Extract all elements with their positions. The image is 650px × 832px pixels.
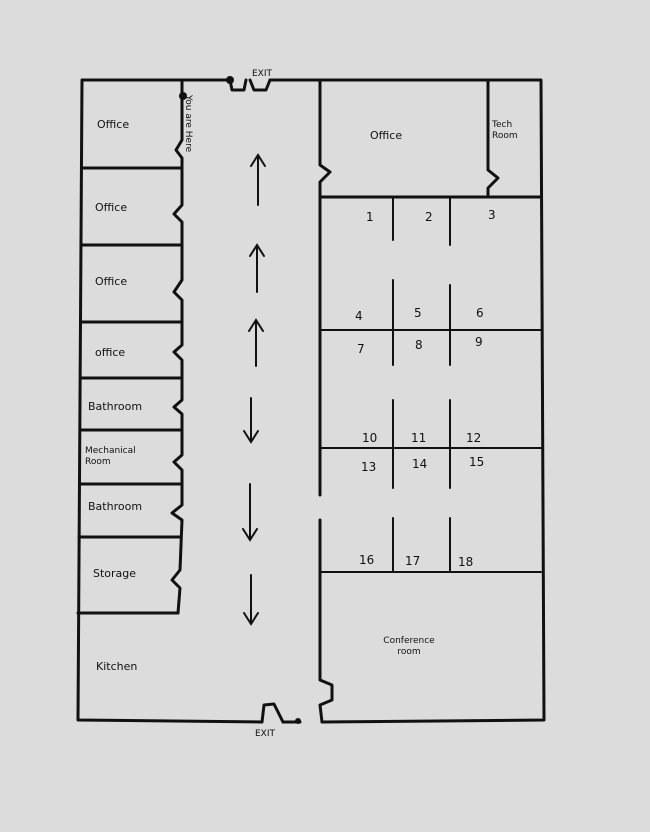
arrow-down-icon <box>243 574 259 626</box>
room-label: Office <box>95 275 127 288</box>
arrow-up-icon <box>250 153 266 206</box>
cubicle-number: 5 <box>414 306 422 320</box>
room-label: Office <box>95 201 127 214</box>
room-label: Storage <box>93 567 136 580</box>
arrow-down-icon <box>242 483 258 542</box>
cubicle-number: 6 <box>476 306 484 320</box>
arrow-up-icon <box>248 318 264 367</box>
cubicle-number: 15 <box>469 455 484 469</box>
cubicle-number: 16 <box>359 553 374 567</box>
room-label: Kitchen <box>96 660 137 673</box>
arrow-down-icon <box>243 397 259 444</box>
room-label-conference-wrap: Conference room <box>383 636 435 657</box>
room-label: Office <box>97 118 129 131</box>
cubicle-number: 13 <box>361 460 376 474</box>
room-label: Office <box>370 129 402 142</box>
cubicle-number: 9 <box>475 335 483 349</box>
outer-walls <box>76 78 546 724</box>
room-label-tech-wrap: Tech Room <box>492 120 518 141</box>
cubicle-number: 8 <box>415 338 423 352</box>
exit-label-top: EXIT <box>252 69 273 79</box>
left-room-walls <box>76 166 184 615</box>
corridor-arrows <box>242 153 266 626</box>
room-label-tech: Tech Room <box>492 120 518 141</box>
room-label-mechanical-wrap: Mechanical Room <box>85 446 136 467</box>
room-label-mechanical: Mechanical Room <box>85 446 136 467</box>
cubicle-number: 17 <box>405 554 420 568</box>
cubicle-number: 3 <box>488 208 496 222</box>
cubicle-number: 1 <box>366 210 374 224</box>
corridor-walls <box>170 78 334 724</box>
cubicle-number: 7 <box>357 342 365 356</box>
room-label: Bathroom <box>88 400 142 413</box>
room-label: office <box>95 346 125 359</box>
cubicle-numbers: 1 2 3 4 5 6 7 8 9 10 11 12 13 14 15 16 1… <box>355 208 496 569</box>
room-label: Bathroom <box>88 500 142 513</box>
you-are-here-label: You are Here <box>183 94 193 153</box>
cubicle-number: 14 <box>412 457 427 471</box>
cubicle-number: 4 <box>355 309 363 323</box>
cubicle-number: 2 <box>425 210 433 224</box>
cubicle-number: 12 <box>466 431 481 445</box>
exit-marker-bottom <box>295 718 301 724</box>
cubicle-number: 10 <box>362 431 377 445</box>
exit-label-bottom: EXIT <box>255 729 276 739</box>
exit-marker-top <box>226 76 234 84</box>
room-label-conference: Conference room <box>383 636 435 657</box>
cubicle-number: 18 <box>458 555 473 569</box>
arrow-up-icon <box>249 243 265 293</box>
right-room-walls <box>318 78 543 573</box>
cubicle-number: 11 <box>411 431 426 445</box>
